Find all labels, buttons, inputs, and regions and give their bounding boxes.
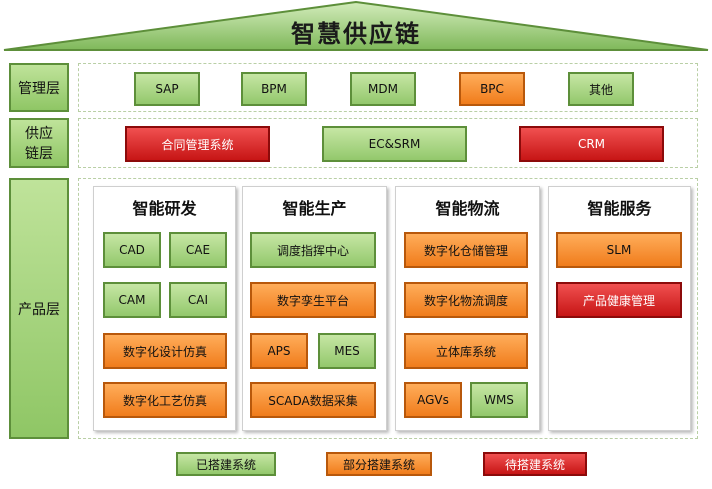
system-cae: CAE bbox=[169, 232, 227, 268]
system-digital-design-sim: 数字化设计仿真 bbox=[103, 333, 227, 369]
system-digital-process-sim: 数字化工艺仿真 bbox=[103, 382, 227, 418]
system-stereo-warehouse: 立体库系统 bbox=[404, 333, 528, 369]
roof bbox=[3, 0, 709, 51]
panel-title-service: 智能服务 bbox=[587, 199, 652, 218]
layer-label-management: 管理层 bbox=[9, 63, 69, 112]
diagram-title: 智慧供应链 bbox=[291, 20, 421, 48]
system-contract-management: 合同管理系统 bbox=[125, 126, 270, 162]
system-aps: APS bbox=[250, 333, 308, 369]
system-digital-logistics: 数字化物流调度 bbox=[404, 282, 528, 318]
system-cam: CAM bbox=[103, 282, 161, 318]
panel-title-logistics: 智能物流 bbox=[435, 199, 500, 218]
system-product-health: 产品健康管理 bbox=[556, 282, 682, 318]
system-dispatch-center: 调度指挥中心 bbox=[250, 232, 376, 268]
legend-partial: 部分搭建系统 bbox=[326, 452, 432, 476]
system-crm: CRM bbox=[519, 126, 664, 162]
system-bpc: BPC bbox=[459, 72, 525, 106]
system-digital-warehouse: 数字化仓储管理 bbox=[404, 232, 528, 268]
system-ec-srm: EC&SRM bbox=[322, 126, 467, 162]
layer-label-product: 产品层 bbox=[9, 178, 69, 439]
panel-title-production: 智能生产 bbox=[282, 199, 347, 218]
system-cai: CAI bbox=[169, 282, 227, 318]
legend-built: 已搭建系统 bbox=[176, 452, 276, 476]
system-scada: SCADA数据采集 bbox=[250, 382, 376, 418]
layer-label-supply: 供应链层 bbox=[9, 118, 69, 168]
system-mdm: MDM bbox=[350, 72, 416, 106]
system-wms: WMS bbox=[470, 382, 528, 418]
system-digital-twin: 数字孪生平台 bbox=[250, 282, 376, 318]
system-other: 其他 bbox=[568, 72, 634, 106]
system-agvs: AGVs bbox=[404, 382, 462, 418]
panel-title-rd: 智能研发 bbox=[132, 199, 197, 218]
system-bpm: BPM bbox=[241, 72, 307, 106]
system-mes: MES bbox=[318, 333, 376, 369]
system-cad: CAD bbox=[103, 232, 161, 268]
system-sap: SAP bbox=[134, 72, 200, 106]
legend-pending: 待搭建系统 bbox=[483, 452, 587, 476]
system-slm: SLM bbox=[556, 232, 682, 268]
